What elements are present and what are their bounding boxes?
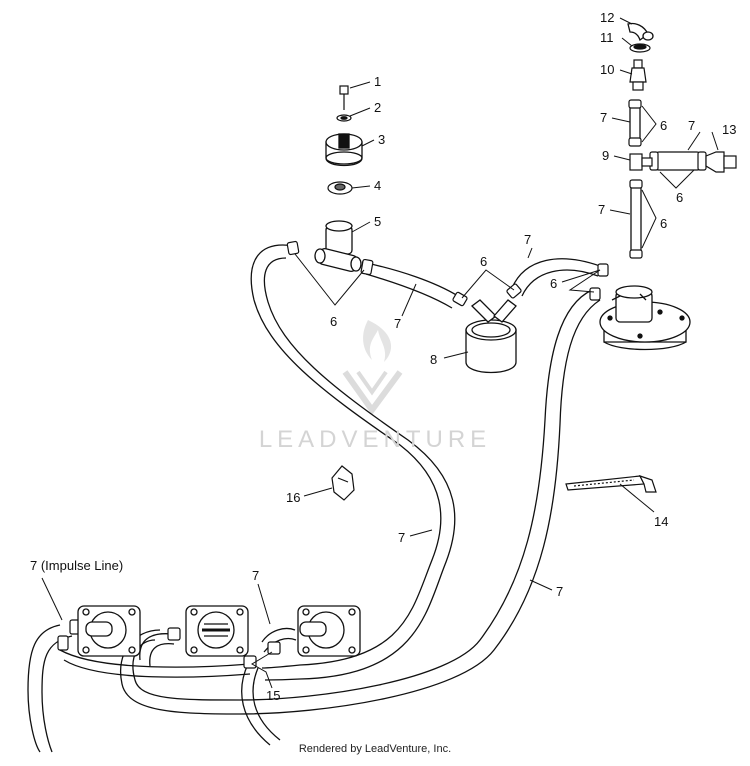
- fuel-filter-part-8: [465, 299, 517, 374]
- callout-6-upper-right: 6: [660, 118, 667, 133]
- tee-part-9: [629, 153, 653, 171]
- elbow-part-12: [627, 22, 654, 42]
- washer-part-2: [336, 114, 352, 122]
- nut-part-4: [327, 181, 353, 195]
- clip-part-16: [331, 465, 355, 501]
- callout-11: 11: [600, 30, 614, 45]
- valve-part-10: [629, 59, 647, 91]
- pump-flange: [599, 285, 691, 351]
- footer-credit: Rendered by LeadVenture, Inc.: [298, 743, 452, 755]
- callout-3: 3: [378, 132, 385, 147]
- callout-7-right: 7: [556, 584, 563, 599]
- callout-8: 8: [430, 352, 437, 367]
- callout-labels: 1 2 3 4 5 6 7 6 7 6 8 12 11 10 7 6 9 7 1…: [30, 10, 736, 703]
- callout-14: 14: [654, 514, 668, 529]
- callout-9: 9: [602, 148, 609, 163]
- callout-6-pump: 6: [550, 276, 557, 291]
- hose-lines: [27, 105, 702, 753]
- clamp-part-11: [629, 43, 651, 53]
- callout-4: 4: [374, 178, 381, 193]
- callout-13: 13: [722, 122, 736, 137]
- callout-6-lower-right: 6: [660, 216, 667, 231]
- watermark-logo-icon: [342, 320, 403, 416]
- valve-part-13: [705, 151, 737, 173]
- watermark-text: LEADVENTURE: [258, 426, 492, 453]
- callout-7-carb: 7: [252, 568, 259, 583]
- callout-7-middle: 7: [398, 530, 405, 545]
- hose-clamps: [57, 99, 707, 669]
- callout-10: 10: [600, 62, 614, 77]
- callout-6-left: 6: [330, 314, 337, 329]
- callout-1: 1: [374, 74, 381, 89]
- callout-6-filter: 6: [480, 254, 487, 269]
- callout-12: 12: [600, 10, 614, 25]
- callout-2: 2: [374, 100, 381, 115]
- callout-7-top: 7: [524, 232, 531, 247]
- callout-5: 5: [374, 214, 381, 229]
- carburetor-right: [297, 605, 361, 657]
- callout-7-left: 7: [394, 316, 401, 331]
- callout-7-impulse-line: 7 (Impulse Line): [30, 558, 123, 573]
- fitting-part-5: [314, 220, 362, 272]
- callout-6-side: 6: [676, 190, 683, 205]
- callout-7-side: 7: [688, 118, 695, 133]
- bolt-part-1: [339, 85, 349, 110]
- strap-part-14: [565, 474, 657, 493]
- carburetor-left: [77, 605, 141, 657]
- callout-7-upper-right: 7: [600, 110, 607, 125]
- cap-part-3: [325, 133, 363, 167]
- leader-lines: [41, 17, 719, 689]
- callout-15: 15: [266, 688, 280, 703]
- callout-7-lower-right: 7: [598, 202, 605, 217]
- carburetor-middle: [185, 605, 249, 657]
- callout-16: 16: [286, 490, 300, 505]
